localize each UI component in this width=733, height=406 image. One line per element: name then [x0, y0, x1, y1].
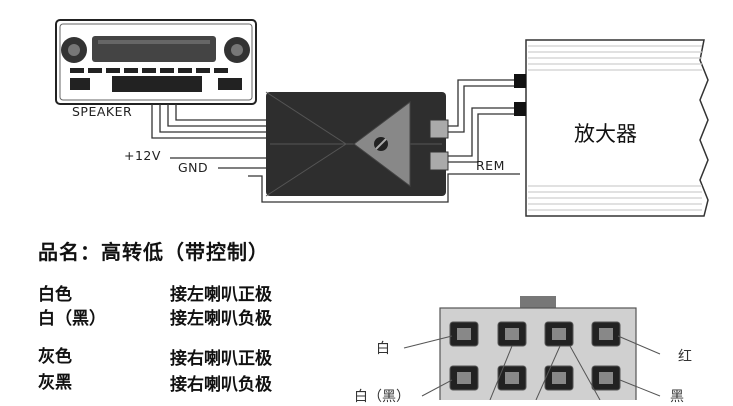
power-wires [170, 157, 520, 203]
speaker-label: SPEAKER [72, 104, 133, 119]
wire-desc-2: 接右喇叭正极 [170, 349, 272, 369]
wire-desc-3: 接右喇叭负极 [170, 375, 272, 395]
connector-label-white-black: 白（黑） [354, 389, 410, 405]
wire-color-3: 灰黑 [38, 373, 72, 393]
connector-label-white: 白 [376, 341, 390, 357]
amp-terminal-top [514, 74, 526, 88]
connector-label-black: 黑 [670, 389, 684, 405]
wire-desc-0: 接左喇叭正极 [170, 285, 272, 305]
radio-head-unit [55, 19, 257, 105]
output-wires [448, 79, 514, 163]
adjust-screw-icon [374, 137, 388, 151]
connector-label-red: 红 [678, 349, 692, 365]
connector-plug [403, 296, 661, 400]
right-knob-icon [224, 37, 250, 63]
power-label: +12V [124, 148, 161, 163]
wire-color-2: 灰色 [38, 347, 72, 367]
converter-module [265, 91, 449, 197]
remote-label: REM [476, 158, 505, 173]
product-title: 品名：高转低（带控制） [38, 240, 269, 264]
radio-buttons [70, 68, 242, 92]
ground-label: GND [178, 160, 209, 175]
wire-desc-1: 接左喇叭负极 [170, 309, 272, 329]
speaker-wires [151, 104, 266, 139]
amp-terminal-bottom [514, 102, 526, 116]
wire-color-1: 白（黑） [38, 309, 106, 329]
wire-color-0: 白色 [38, 285, 72, 305]
amplifier-label: 放大器 [574, 122, 637, 146]
radio-display [92, 36, 216, 62]
amplifier [514, 39, 709, 217]
left-knob-icon [61, 37, 87, 63]
watermark: 搜狐号@UI7舒唱大师 [593, 10, 719, 25]
